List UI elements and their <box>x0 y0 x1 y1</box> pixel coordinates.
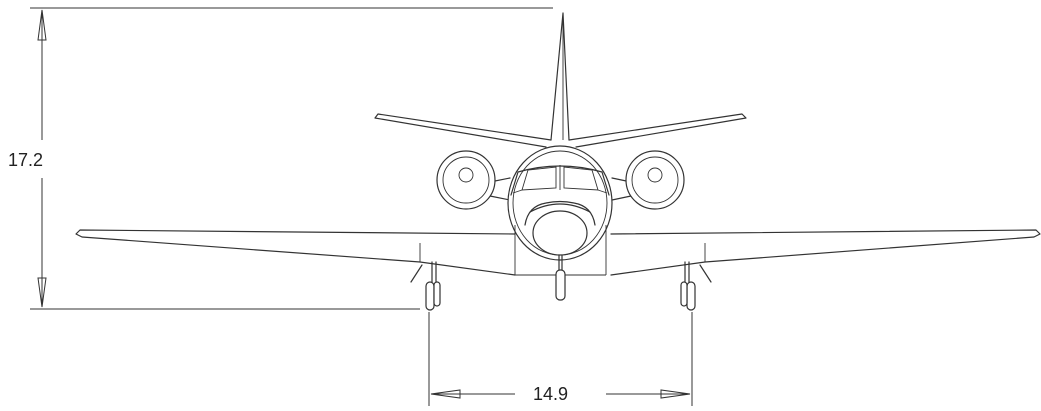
nose-landing-gear <box>555 254 566 301</box>
track-arrow-left <box>430 389 461 399</box>
height-label: 17.2 <box>8 150 43 170</box>
left-engine <box>436 150 511 210</box>
height-arrow-bottom <box>37 277 47 308</box>
horizontal-stabilizer <box>374 113 747 148</box>
vertical-fin <box>550 12 570 141</box>
left-main-landing-gear <box>410 261 441 311</box>
track-dimension: 14.9 <box>428 312 693 406</box>
right-engine <box>611 150 685 210</box>
right-main-landing-gear <box>680 261 712 311</box>
height-dimension: 17.2 <box>8 7 553 310</box>
track-label: 14.9 <box>533 384 568 404</box>
cockpit-windshield <box>510 165 610 196</box>
height-arrow-top <box>37 9 47 41</box>
track-arrow-right <box>660 389 691 399</box>
nose-radome <box>524 200 596 256</box>
